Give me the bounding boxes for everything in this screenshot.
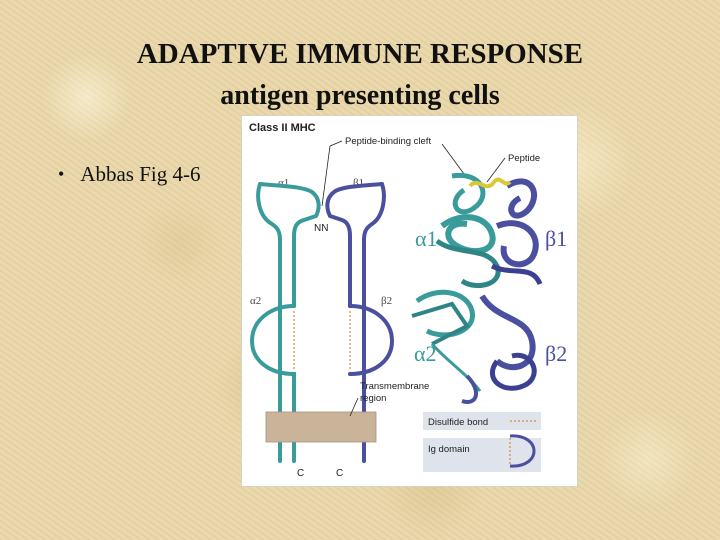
label-transmembrane-2: region	[360, 393, 386, 404]
ribbon-alpha-helix	[451, 172, 486, 215]
beta2-domain-schematic	[348, 304, 395, 376]
label-alpha1-small: α1	[278, 177, 289, 189]
beta-chain-stalk	[362, 182, 386, 463]
figure-heading: Class II MHC	[249, 122, 316, 134]
label-nn: NN	[314, 223, 328, 234]
legend-ig-label: Ig domain	[428, 444, 470, 455]
label-alpha1-large: α1	[415, 226, 438, 251]
bullet-dot-icon: •	[58, 164, 65, 184]
bullet-text: Abbas Fig 4-6	[80, 162, 201, 186]
label-c-alpha: C	[297, 468, 304, 479]
legend-disulfide-box	[423, 412, 541, 430]
alpha-chain-stalk	[256, 182, 282, 463]
mhc-diagram: Class II MHC Peptide-binding cleft Pepti…	[249, 122, 567, 479]
bullet-item: • Abbas Fig 4-6	[58, 162, 200, 187]
ribbon-beta-tail	[461, 374, 478, 404]
label-peptide-binding-cleft: Peptide-binding cleft	[345, 136, 431, 147]
label-alpha2-large: α2	[414, 341, 437, 366]
ribbon-alpha2-b	[411, 301, 470, 346]
ribbon-beta2-a	[479, 294, 536, 371]
cell-membrane	[265, 411, 377, 443]
legend: Disulfide bond Ig domain	[423, 412, 541, 472]
slide-subtitle: antigen presenting cells	[220, 80, 500, 111]
mhc-class-ii-figure: Class II MHC Peptide-binding cleft Pepti…	[241, 115, 578, 487]
legend-ig-swatch	[509, 434, 536, 468]
leader-transmembrane	[349, 397, 359, 417]
ribbon-alpha1-a	[440, 214, 496, 255]
legend-disulfide-label: Disulfide bond	[428, 417, 488, 428]
leader-cleft-left	[329, 140, 343, 147]
leader-cleft-right	[441, 143, 468, 179]
label-beta2-small: β2	[381, 295, 392, 307]
label-transmembrane-1: Transmembrane	[360, 381, 429, 392]
peptide-ribbon	[468, 177, 512, 189]
alpha1-domain-schematic	[258, 182, 321, 308]
label-beta1-large: β1	[545, 226, 567, 251]
alpha2-domain-schematic	[249, 304, 296, 463]
leader-cleft-down	[321, 145, 331, 207]
slide-title: ADAPTIVE IMMUNE RESPONSE	[136, 38, 584, 70]
label-beta2-large: β2	[545, 341, 567, 366]
ribbon-beta1-b	[490, 263, 543, 286]
ribbon-beta-helix	[505, 178, 538, 219]
ribbon-structure	[411, 172, 543, 404]
label-c-beta: C	[336, 468, 343, 479]
leader-peptide	[486, 157, 506, 183]
label-beta1-small: β1	[353, 177, 364, 189]
beta1-domain-schematic	[325, 182, 384, 308]
ribbon-beta2-b	[489, 352, 537, 391]
label-alpha2-small: α2	[250, 295, 261, 307]
ribbon-beta1-a	[495, 220, 539, 268]
label-peptide: Peptide	[508, 153, 540, 164]
